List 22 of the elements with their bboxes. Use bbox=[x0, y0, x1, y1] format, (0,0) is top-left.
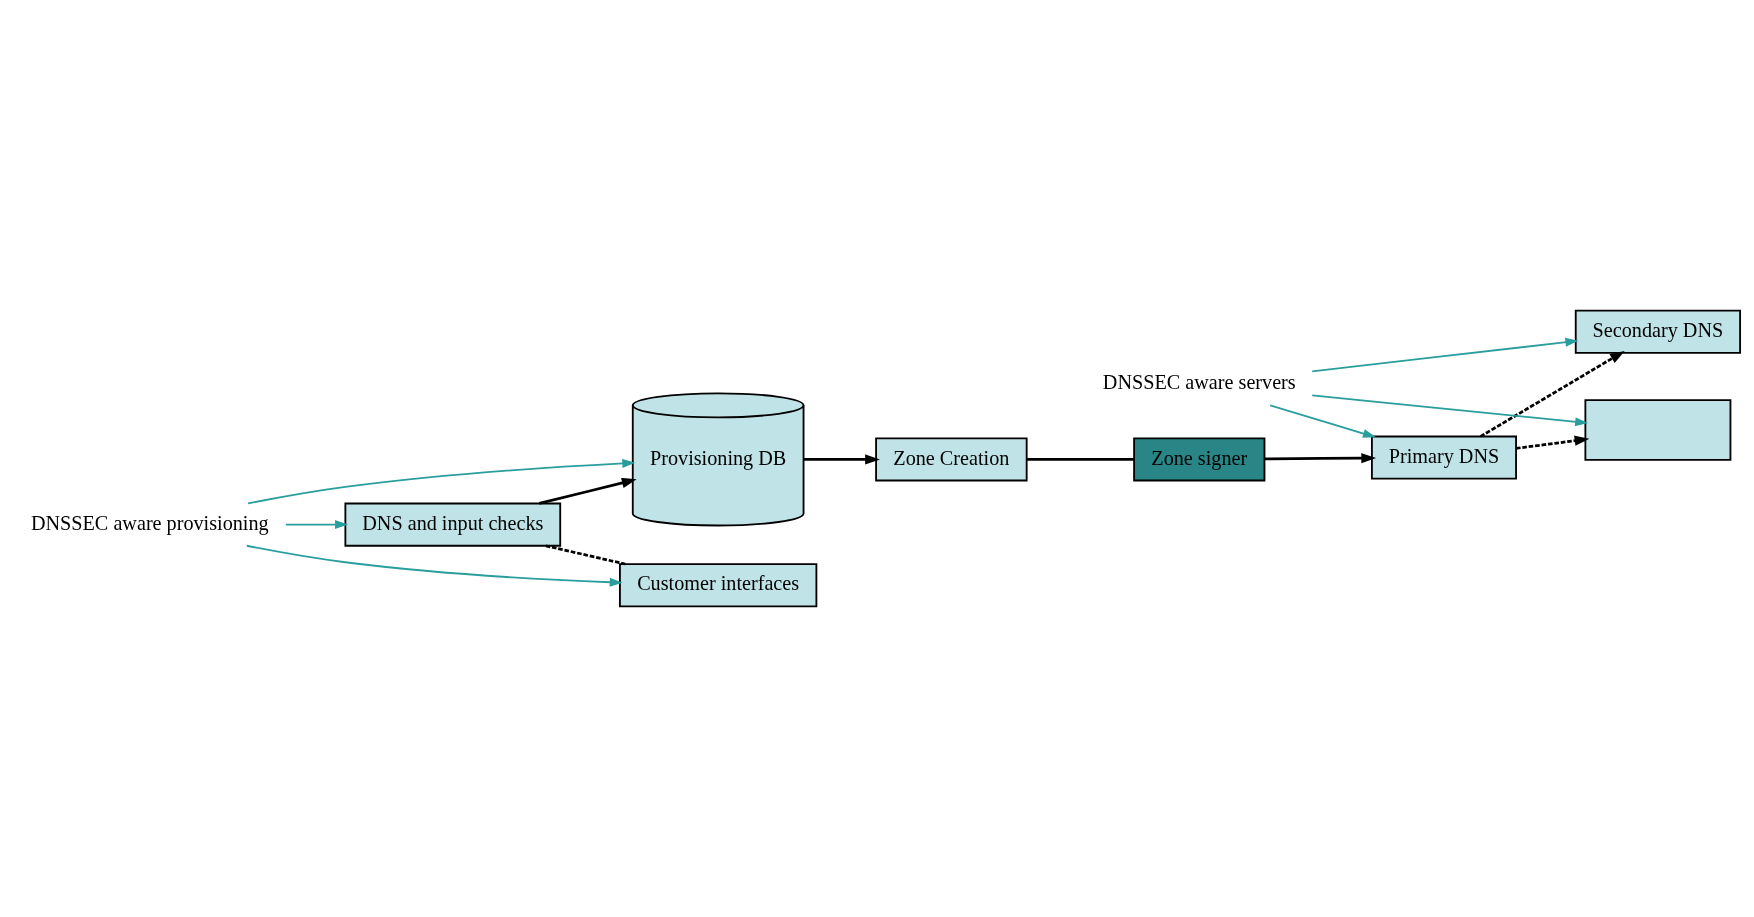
connector bbox=[545, 544, 626, 566]
arrow bbox=[1269, 404, 1376, 438]
connector bbox=[1026, 458, 1134, 461]
node-text: DNSSEC aware provisioning bbox=[30, 511, 269, 534]
node-box: Customer interfaces bbox=[619, 563, 818, 608]
arrow bbox=[1311, 337, 1579, 373]
arrow bbox=[538, 477, 637, 505]
arrow bbox=[1264, 453, 1377, 464]
arrow bbox=[247, 458, 636, 505]
arrow bbox=[803, 454, 880, 465]
arrow bbox=[1311, 394, 1589, 427]
node-box bbox=[1584, 399, 1732, 461]
arrow bbox=[1479, 350, 1625, 438]
node-box: Zone signer bbox=[1133, 437, 1266, 482]
node-text: DNSSEC aware servers bbox=[1102, 371, 1296, 394]
node-box: Zone Creation bbox=[875, 437, 1028, 482]
node-box: Primary DNS bbox=[1371, 435, 1517, 480]
node-box: Secondary DNS bbox=[1574, 309, 1741, 354]
arrow bbox=[245, 544, 623, 587]
arrow bbox=[1515, 435, 1590, 450]
node-box: DNS and input checks bbox=[344, 502, 562, 547]
arrow bbox=[284, 520, 348, 530]
